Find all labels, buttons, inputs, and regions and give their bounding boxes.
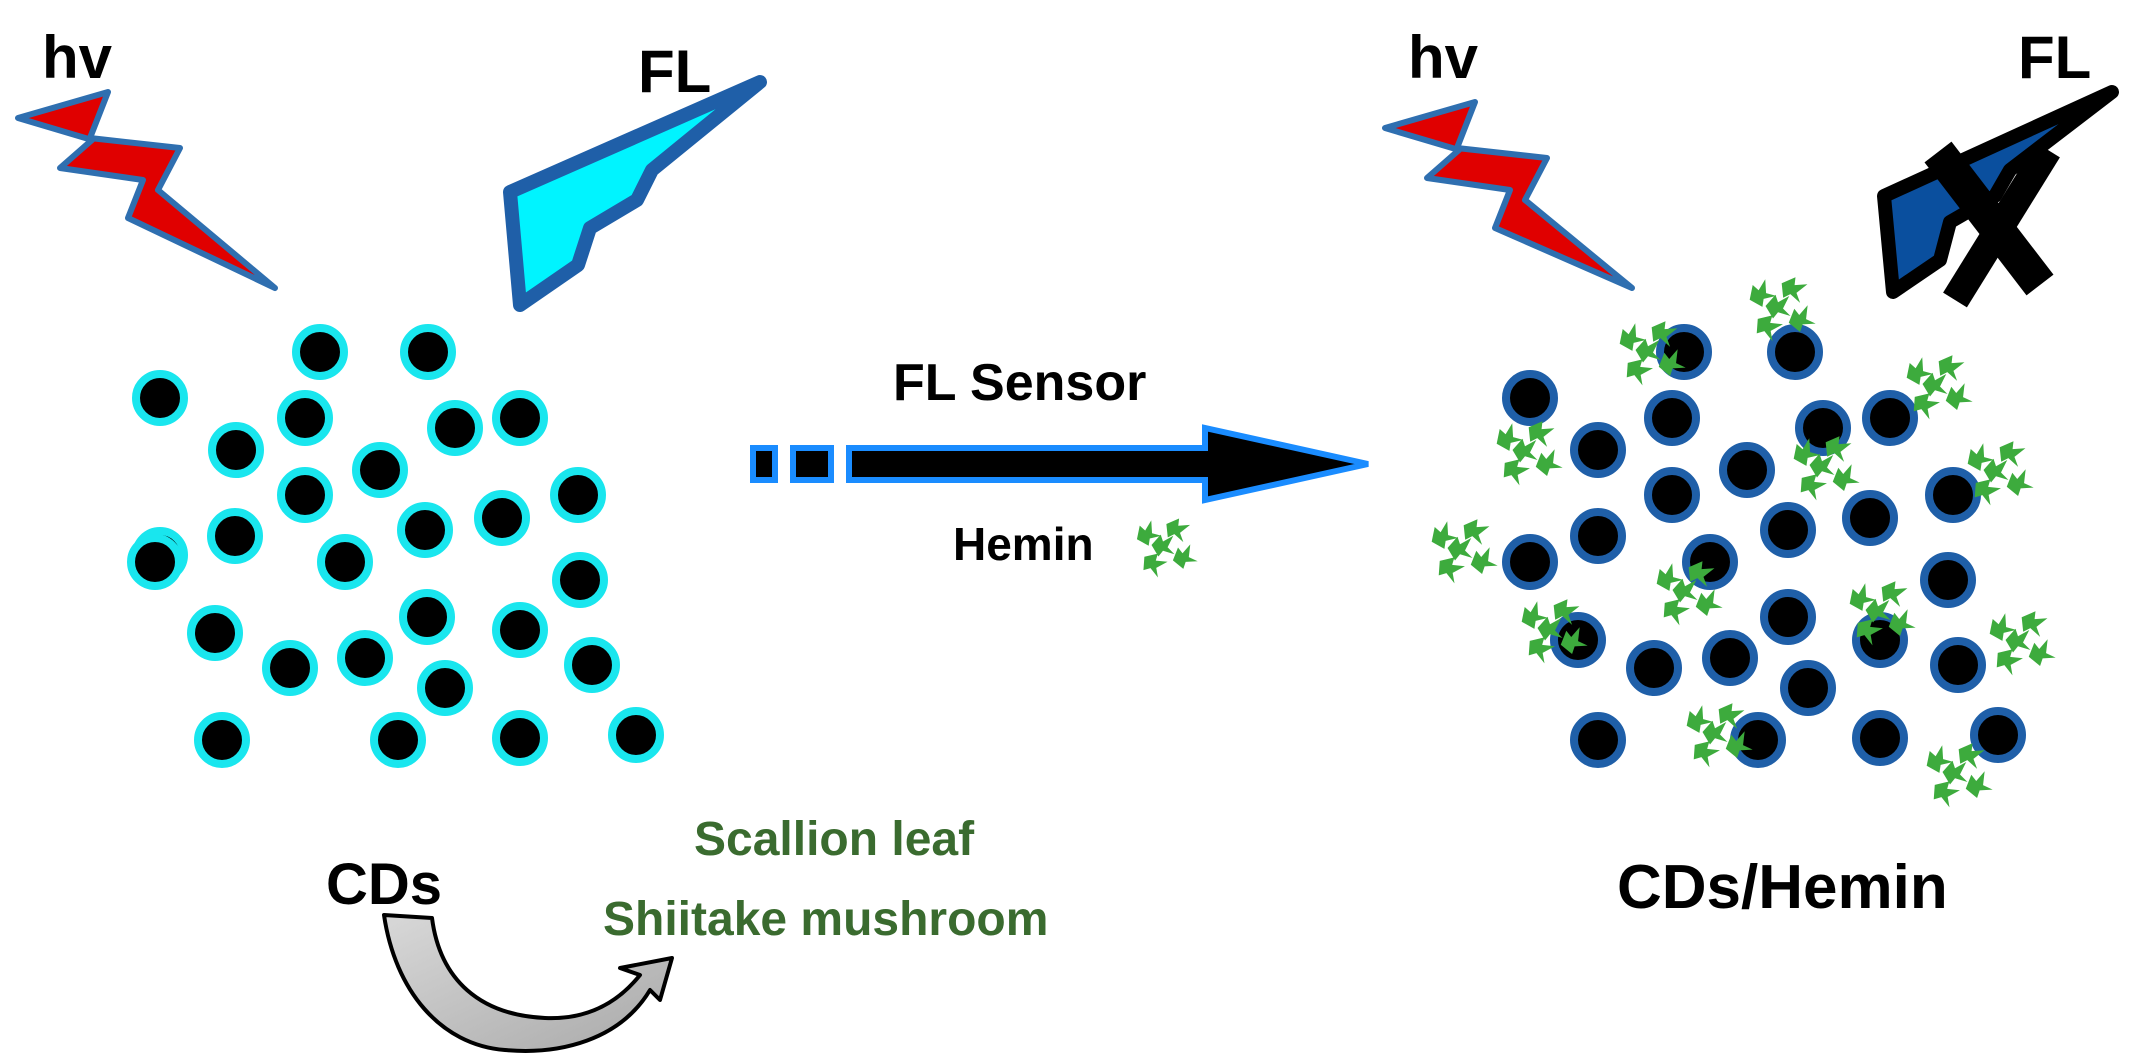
curved-arrow-icon xyxy=(382,913,674,1053)
hemin-molecule-icon xyxy=(1849,581,1916,646)
hemin-legend-icon xyxy=(1136,518,1198,578)
arrow-label: FL Sensor xyxy=(893,354,1146,412)
hemin-molecule-icon xyxy=(1906,355,1973,420)
carbon-dot xyxy=(427,400,483,456)
carbon-dot xyxy=(1502,370,1558,426)
carbon-dot xyxy=(397,502,453,558)
fluorescence-lightning-right-icon xyxy=(1877,85,2119,299)
hemin-molecule-icon xyxy=(1136,518,1198,578)
hemin-molecule-icon xyxy=(1431,519,1498,584)
sensor-arrow xyxy=(750,424,1369,504)
carbon-dots-group xyxy=(127,324,664,768)
carbon-dot xyxy=(262,640,318,696)
carbon-dot xyxy=(1626,640,1682,696)
hemin-molecule-icon xyxy=(1749,277,1816,342)
carbon-dot xyxy=(208,422,264,478)
carbon-dot xyxy=(194,712,250,768)
source-line-1: Scallion leaf xyxy=(694,813,975,866)
carbon-dot xyxy=(608,707,664,763)
carbon-dot xyxy=(337,630,393,686)
carbon-dot xyxy=(187,605,243,661)
carbon-dot xyxy=(277,390,333,446)
carbon-dot xyxy=(1925,467,1981,523)
carbon-dot xyxy=(1644,467,1700,523)
carbon-dot xyxy=(552,552,608,608)
carbon-dot xyxy=(492,390,548,446)
hemin-molecules-group xyxy=(1431,277,2056,808)
hemin-molecule-icon xyxy=(1686,703,1753,768)
carbon-dot xyxy=(370,712,426,768)
carbon-dot xyxy=(1842,490,1898,546)
hemin-molecule-icon xyxy=(1521,599,1588,664)
carbon-dot xyxy=(1702,630,1758,686)
carbon-dot xyxy=(277,467,333,523)
bound-carbon-dots-group xyxy=(1502,324,2026,768)
carbon-dot xyxy=(474,490,530,546)
hv-label-right: hv xyxy=(1408,24,1479,91)
hemin-molecule-icon xyxy=(1967,441,2034,506)
carbon-dot xyxy=(400,324,456,380)
carbon-dot xyxy=(564,637,620,693)
fl-label-left: FL xyxy=(638,38,711,105)
excitation-lightning-left-icon xyxy=(15,89,278,291)
hemin-label: Hemin xyxy=(953,518,1094,570)
carbon-dot xyxy=(1570,508,1626,564)
carbon-dot xyxy=(127,534,183,590)
carbon-dot xyxy=(132,370,188,426)
carbon-dot xyxy=(317,534,373,590)
fluorescence-lightning-left-icon xyxy=(503,75,767,312)
excitation-lightning-right-icon xyxy=(1382,99,1635,291)
carbon-dot xyxy=(1920,552,1976,608)
carbon-dot xyxy=(1502,534,1558,590)
carbon-dot xyxy=(1780,660,1836,716)
source-line-2: Shiitake mushroom xyxy=(603,893,1048,946)
carbon-dot xyxy=(492,710,548,766)
carbon-dot xyxy=(1760,589,1816,645)
carbon-dot xyxy=(1570,712,1626,768)
carbon-dot xyxy=(399,589,455,645)
carbon-dot xyxy=(207,508,263,564)
carbon-dot xyxy=(1852,710,1908,766)
carbon-dot xyxy=(352,442,408,498)
carbon-dot xyxy=(492,602,548,658)
carbon-dot xyxy=(1970,707,2026,763)
carbon-dot xyxy=(1644,390,1700,446)
fl-label-right: FL xyxy=(2018,24,2091,91)
carbon-dot xyxy=(417,660,473,716)
carbon-dot xyxy=(292,324,348,380)
carbon-dot xyxy=(1719,442,1775,498)
hemin-molecule-icon xyxy=(1793,436,1860,501)
hv-label-left: hv xyxy=(42,24,113,91)
hemin-molecule-icon xyxy=(1989,611,2056,676)
hemin-molecule-icon xyxy=(1656,561,1723,626)
carbon-dot xyxy=(1760,502,1816,558)
carbon-dot xyxy=(1862,390,1918,446)
hemin-molecule-icon xyxy=(1496,421,1563,486)
quenched-cross-icon xyxy=(1924,141,2060,308)
carbon-dot xyxy=(1570,422,1626,478)
carbon-dot xyxy=(1767,324,1823,380)
carbon-dot xyxy=(1930,637,1986,693)
hemin-molecule-icon xyxy=(1619,321,1686,386)
cds-label: CDs xyxy=(326,852,442,917)
hemin-molecule-icon xyxy=(1926,743,1993,808)
carbon-dot xyxy=(550,467,606,523)
product-label: CDs/Hemin xyxy=(1617,853,1948,922)
